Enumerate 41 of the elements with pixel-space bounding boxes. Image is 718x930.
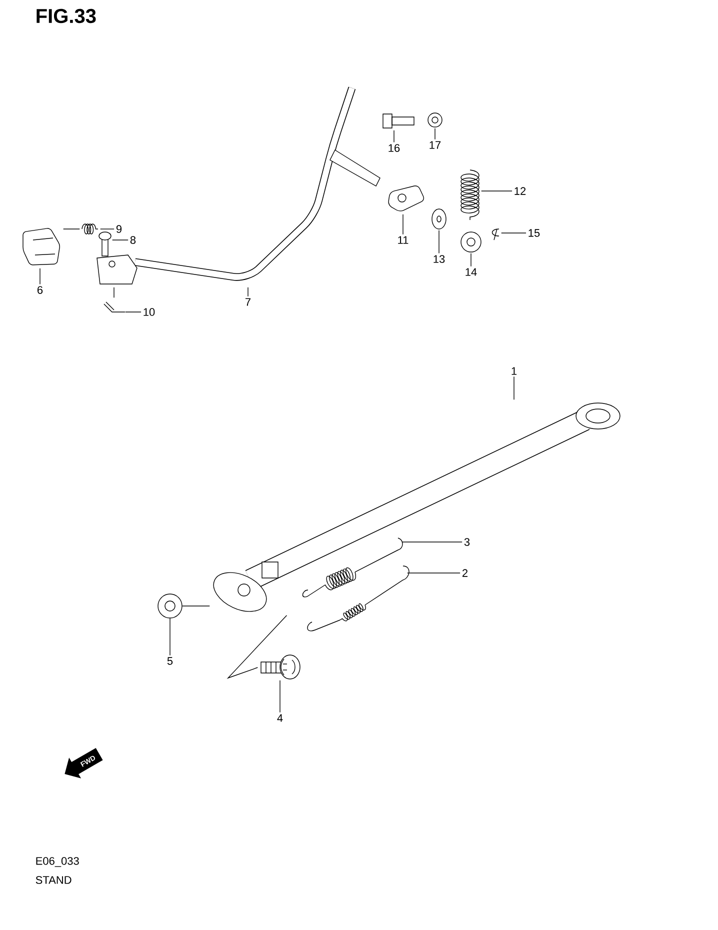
callout-number: 1	[512, 367, 517, 375]
assembly-line	[226, 615, 288, 679]
spring-drawing	[307, 566, 410, 632]
leader-line	[470, 253, 472, 267]
leader-line	[434, 128, 436, 140]
footrest-drawing	[22, 228, 60, 266]
brake-pedal-drawing	[96, 86, 380, 284]
callout-number: 13	[434, 255, 445, 263]
spring-drawing	[460, 170, 480, 220]
nut-drawing	[158, 594, 182, 618]
callout-number: 4	[277, 714, 283, 722]
callout-number: 17	[430, 141, 441, 149]
figure-title: FIG.33	[36, 8, 96, 24]
bolt-drawing	[260, 654, 300, 680]
callout-number: 7	[246, 298, 250, 306]
leader-line	[402, 214, 404, 235]
bolt-drawing	[382, 114, 414, 128]
leader-line	[407, 572, 460, 574]
cotter-pin-drawing	[104, 302, 126, 312]
nut-drawing	[460, 232, 482, 252]
leader-line	[438, 230, 440, 254]
callout-number: 15	[528, 229, 540, 237]
caption-text: STAND	[36, 876, 72, 884]
callout-number: 10	[144, 308, 155, 316]
callout-number: 11	[398, 236, 408, 244]
assembly-line	[63, 228, 80, 230]
callout-number: 12	[514, 187, 526, 195]
callout-number: 5	[167, 657, 173, 665]
leader-line	[501, 232, 526, 234]
side-stand-drawing	[213, 402, 620, 612]
nut-drawing	[428, 112, 442, 128]
plate-drawing	[388, 186, 424, 212]
callout-number: 14	[466, 268, 477, 276]
caption-text: E06_033	[36, 857, 79, 867]
callout-number: 16	[388, 144, 400, 152]
spring-drawing	[82, 224, 98, 234]
cotter-pin-drawing	[492, 228, 500, 240]
callout-number: 6	[38, 286, 43, 294]
leader-line	[481, 190, 512, 192]
washer-drawing	[432, 208, 446, 230]
leader-line	[100, 228, 114, 230]
